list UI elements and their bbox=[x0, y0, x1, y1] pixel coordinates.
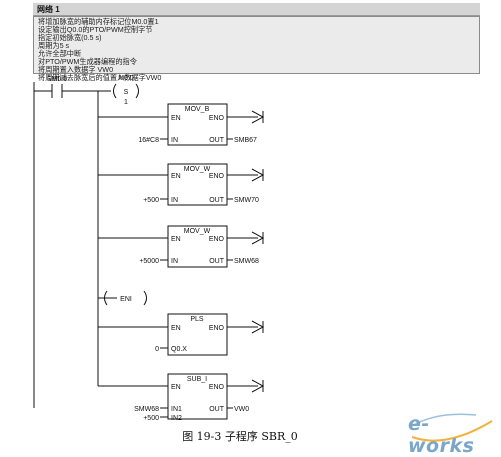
comment-line: 将周期置入数据字 VW0 bbox=[38, 65, 114, 74]
contact-address: SM0.0 bbox=[47, 76, 67, 83]
comment-line: 允许全部中断 bbox=[38, 49, 82, 58]
in2-value: +500 bbox=[143, 415, 159, 422]
watermark-text: e-works bbox=[408, 413, 475, 457]
eni-label: ENI bbox=[120, 296, 132, 303]
out-value: SMB67 bbox=[234, 137, 257, 144]
in2-pin: IN2 bbox=[171, 415, 182, 422]
eni-coil-icon bbox=[143, 290, 147, 306]
network-header: 网络 1 bbox=[33, 3, 480, 16]
out-value: VW0 bbox=[234, 406, 249, 413]
comment-line: 对PTO/PWM生成器编程的指令 bbox=[38, 57, 137, 66]
out-pin: OUT bbox=[209, 258, 225, 265]
continuation-arrow-icon bbox=[251, 110, 265, 124]
continuation-arrow-icon bbox=[251, 320, 265, 334]
out-pin: OUT bbox=[209, 197, 225, 204]
comment-line: 指定初始脉宽(0.5 s) bbox=[38, 33, 102, 42]
en-pin: EN bbox=[171, 325, 181, 332]
coil-count: 1 bbox=[124, 99, 128, 106]
in-pin: IN bbox=[171, 197, 178, 204]
en-pin: EN bbox=[171, 384, 181, 391]
in-value: 0 bbox=[155, 346, 159, 353]
set-coil-icon bbox=[135, 83, 139, 99]
en-pin: EN bbox=[171, 236, 181, 243]
in1-pin: IN1 bbox=[171, 406, 182, 413]
watermark-swirl-icon bbox=[409, 413, 493, 442]
set-coil-icon bbox=[113, 83, 117, 99]
comment-line: 将增加脉宽的辅助内存标记位M0.0置1 bbox=[38, 17, 159, 26]
eni-coil-icon bbox=[104, 290, 108, 306]
watermark-logo: e-works bbox=[406, 407, 496, 457]
block-title: MOV_W bbox=[184, 166, 211, 173]
out-pin: OUT bbox=[209, 406, 225, 413]
block-title: MOV_W bbox=[184, 228, 211, 235]
en-pin: EN bbox=[171, 115, 181, 122]
coil-op: S bbox=[124, 89, 129, 96]
figure-caption: 图 19-3 子程序 SBR_0 bbox=[182, 430, 298, 443]
in-pin: IN bbox=[171, 258, 178, 265]
continuation-arrow-icon bbox=[251, 379, 265, 393]
out-value: SMW70 bbox=[234, 197, 259, 204]
in-value: 16#C8 bbox=[138, 137, 159, 144]
in1-value: SMW68 bbox=[134, 406, 159, 413]
continuation-arrow-icon bbox=[251, 168, 265, 182]
mov-w-block bbox=[167, 225, 228, 268]
ladder-diagram: SM0.0 M0.0 S 1 ENI MOV_B EN ENO IN OUT 1… bbox=[33, 75, 265, 422]
mov-b-block bbox=[167, 103, 228, 146]
network-title: 网络 1 bbox=[37, 5, 60, 14]
comment-line: 设定输出Q0.0的PTO/PWM控制字节 bbox=[38, 25, 153, 34]
eno-pin: ENO bbox=[209, 115, 225, 122]
out-value: SMW68 bbox=[234, 258, 259, 265]
network-comment[interactable]: 将增加脉宽的辅助内存标记位M0.0置1 设定输出Q0.0的PTO/PWM控制字节… bbox=[33, 16, 480, 82]
sub-i-block bbox=[167, 373, 228, 420]
block-title: SUB_I bbox=[187, 376, 207, 383]
comment-line: 将周期减去脉宽后的值置入数据字VW0 bbox=[38, 73, 162, 82]
eno-pin: ENO bbox=[209, 384, 225, 391]
in-value: +5000 bbox=[139, 258, 159, 265]
eno-pin: ENO bbox=[209, 325, 225, 332]
block-title: PLS bbox=[190, 316, 204, 323]
eno-pin: ENO bbox=[209, 173, 225, 180]
mov-w-block bbox=[167, 163, 228, 206]
in-pin: Q0.X bbox=[171, 346, 187, 353]
coil-address: M0.0 bbox=[118, 75, 134, 82]
block-title: MOV_B bbox=[185, 106, 210, 113]
comment-line: 周期为5 s bbox=[38, 41, 70, 50]
out-pin: OUT bbox=[209, 137, 225, 144]
pls-block bbox=[167, 313, 228, 356]
en-pin: EN bbox=[171, 173, 181, 180]
in-value: +500 bbox=[143, 197, 159, 204]
continuation-arrow-icon bbox=[251, 231, 265, 245]
eno-pin: ENO bbox=[209, 236, 225, 243]
in-pin: IN bbox=[171, 137, 178, 144]
